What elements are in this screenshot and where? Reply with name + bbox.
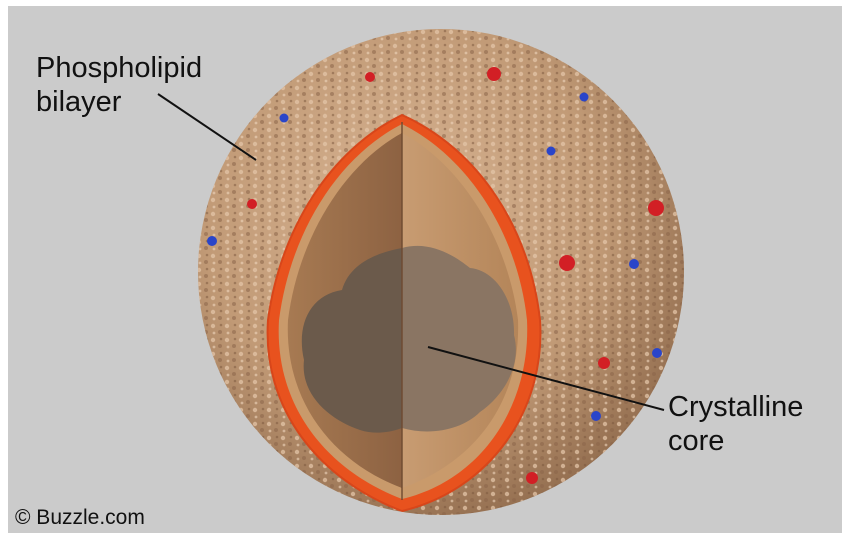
red-particle bbox=[526, 472, 538, 484]
red-particle bbox=[648, 200, 664, 216]
copyright-credit: © Buzzle.com bbox=[15, 506, 145, 530]
red-particle bbox=[598, 357, 610, 369]
blue-particle bbox=[207, 236, 217, 246]
red-particle bbox=[365, 72, 375, 82]
blue-particle bbox=[591, 411, 601, 421]
blue-particle bbox=[580, 93, 589, 102]
core-label-line2: core bbox=[668, 424, 803, 458]
core-label-line1: Crystalline bbox=[668, 390, 803, 424]
red-particle bbox=[559, 255, 575, 271]
bilayer-label-line2: bilayer bbox=[36, 85, 202, 119]
blue-particle bbox=[547, 147, 556, 156]
phospholipid-bilayer-label: Phospholipid bilayer bbox=[36, 51, 202, 119]
blue-particle bbox=[280, 114, 289, 123]
blue-particle bbox=[652, 348, 662, 358]
red-particle bbox=[247, 199, 257, 209]
red-particle bbox=[487, 67, 501, 81]
crystalline-core-label: Crystalline core bbox=[668, 390, 803, 458]
blue-particle bbox=[629, 259, 639, 269]
bilayer-label-line1: Phospholipid bbox=[36, 51, 202, 85]
